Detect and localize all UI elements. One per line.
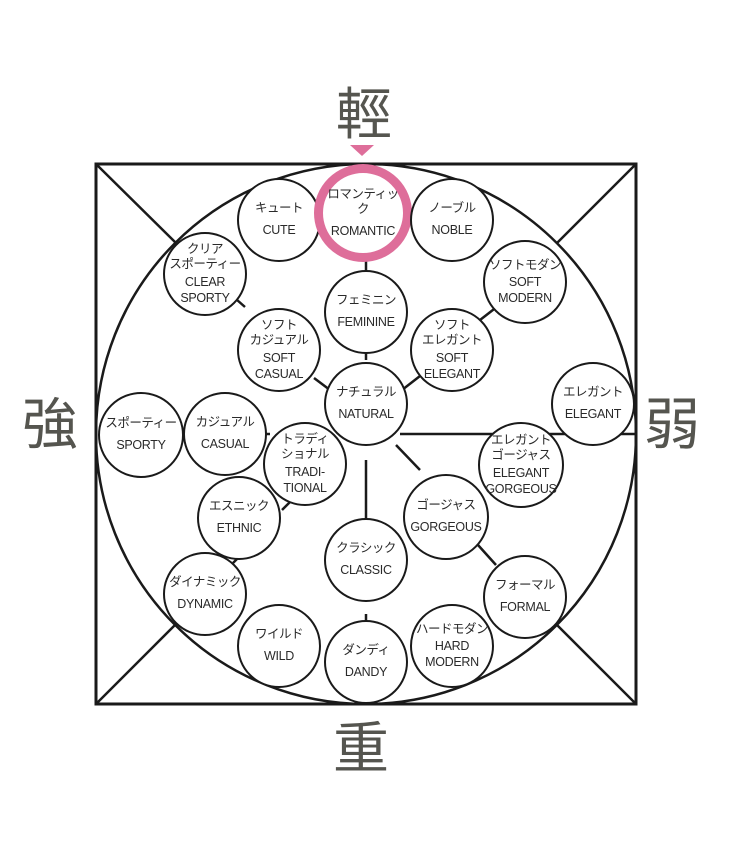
node-en-label: SPORTY — [116, 438, 166, 452]
axis-label-heavy: 重 — [333, 717, 389, 782]
node-en-label: CLASSIC — [340, 563, 392, 577]
node-dandy[interactable]: ダンディ DANDY — [324, 620, 408, 704]
axis-label-strong: 強 — [22, 393, 78, 458]
node-natural[interactable]: ナチュラル NATURAL — [324, 362, 408, 446]
axis-label-light: 輕 — [336, 83, 392, 148]
node-en-label: SOFT CASUAL — [254, 351, 304, 381]
node-soft-elegant[interactable]: ソフト エレガント SOFT ELEGANT — [410, 308, 494, 392]
node-clear-sporty[interactable]: クリア スポーティー CLEAR SPORTY — [163, 232, 247, 316]
node-classic[interactable]: クラシック CLASSIC — [324, 518, 408, 602]
node-dynamic[interactable]: ダイナミック DYNAMIC — [163, 552, 247, 636]
node-jp-label: ゴージャス — [416, 498, 476, 513]
node-jp-label: ソフトモダン — [488, 257, 562, 272]
node-jp-label: ソフト エレガント — [421, 317, 483, 348]
node-jp-label: フォーマル — [494, 578, 556, 593]
node-en-label: DYNAMIC — [177, 597, 233, 611]
node-jp-label: ノーブル — [428, 201, 476, 216]
node-jp-label: クラシック — [336, 541, 396, 556]
node-gorgeous[interactable]: ゴージャス GORGEOUS — [403, 474, 489, 560]
node-en-label: CLEAR SPORTY — [180, 275, 230, 305]
node-en-label: GORGEOUS — [410, 520, 482, 534]
node-hard-modern[interactable]: ハードモダン HARD MODERN — [410, 604, 494, 688]
node-jp-label: ロマンティック — [327, 186, 399, 217]
node-en-label: SOFT ELEGANT — [423, 351, 481, 381]
node-noble[interactable]: ノーブル NOBLE — [410, 178, 494, 262]
node-elegant-gorgeous[interactable]: エレガント ゴージャス ELEGANT GORGEOUS — [478, 422, 564, 508]
node-wild[interactable]: ワイルド WILD — [237, 604, 321, 688]
node-soft-modern[interactable]: ソフトモダン SOFT MODERN — [483, 240, 567, 324]
node-jp-label: エレガント — [562, 385, 624, 400]
node-soft-casual[interactable]: ソフト カジュアル SOFT CASUAL — [237, 308, 321, 392]
node-traditional[interactable]: トラディ ショナル TRADI- TIONAL — [263, 422, 347, 506]
node-ethnic[interactable]: エスニック ETHNIC — [197, 476, 281, 560]
node-jp-label: エスニック — [208, 499, 270, 514]
node-jp-label: エレガント ゴージャス — [490, 432, 552, 463]
node-en-label: ROMANTIC — [330, 223, 396, 238]
node-en-label: FORMAL — [499, 600, 551, 614]
node-en-label: HARD MODERN — [425, 639, 479, 669]
node-en-label: ETHNIC — [216, 521, 262, 535]
node-elegant[interactable]: エレガント ELEGANT — [551, 362, 635, 446]
node-en-label: CASUAL — [200, 437, 250, 451]
node-en-label: TRADI- TIONAL — [283, 465, 327, 495]
node-en-label: NOBLE — [431, 223, 473, 237]
node-jp-label: キュート — [254, 201, 304, 216]
node-sporty[interactable]: スポーティー SPORTY — [98, 392, 184, 478]
node-en-label: NATURAL — [338, 407, 394, 421]
node-romantic[interactable]: ロマンティック ROMANTIC — [314, 164, 412, 262]
node-jp-label: クリア スポーティー — [169, 241, 241, 272]
node-jp-label: ダンディ — [342, 643, 390, 658]
node-jp-label: フェミニン — [335, 293, 397, 308]
node-casual[interactable]: カジュアル CASUAL — [183, 392, 267, 476]
node-cute[interactable]: キュート CUTE — [237, 178, 321, 262]
node-en-label: FEMININE — [337, 315, 395, 329]
node-en-label: DANDY — [344, 665, 388, 679]
node-jp-label: ダイナミック — [169, 575, 241, 590]
node-en-label: WILD — [263, 649, 295, 663]
node-jp-label: ワイルド — [254, 627, 304, 642]
node-jp-label: ハードモダン — [415, 621, 489, 636]
node-en-label: ELEGANT GORGEOUS — [485, 466, 557, 496]
node-formal[interactable]: フォーマル FORMAL — [483, 555, 567, 639]
node-en-label: SOFT MODERN — [498, 275, 552, 305]
node-en-label: ELEGANT — [564, 407, 622, 421]
axis-label-weak: 弱 — [644, 393, 700, 458]
node-jp-label: カジュアル — [195, 415, 255, 430]
node-jp-label: ソフト カジュアル — [249, 317, 309, 348]
node-en-label: CUTE — [262, 223, 296, 237]
node-jp-label: ナチュラル — [335, 385, 397, 400]
node-jp-label: トラディ ショナル — [280, 431, 330, 462]
node-jp-label: スポーティー — [105, 416, 177, 431]
node-feminine[interactable]: フェミニン FEMININE — [324, 270, 408, 354]
